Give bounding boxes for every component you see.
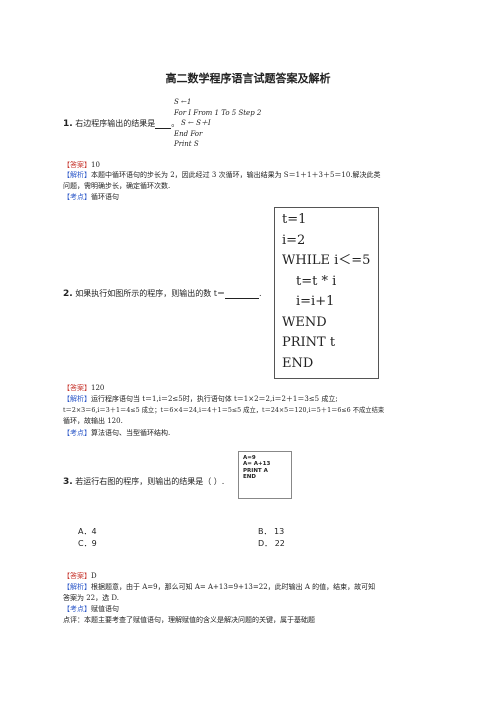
question-1-answer: 【答案】10 — [63, 160, 100, 171]
question-2-text: 如果执行如图所示的程序，则输出的数 t＝ — [75, 289, 225, 298]
analysis-text: 问题，需明确步长，确定循环次数. — [63, 182, 171, 190]
question-3-point: 【考点】赋值语句 — [63, 604, 119, 615]
option-a: A．4 — [78, 527, 97, 536]
analysis-text: 运行程序语句当 t＝1,i＝2≤5时，执行语句体 t＝1×2＝2,i＝2＋1＝3… — [91, 395, 338, 403]
question-3-number: 3. — [63, 477, 73, 487]
page-title: 高二数学程序语言试题答案及解析 — [165, 72, 331, 85]
point-text: 循环语句 — [91, 193, 119, 201]
question-1-code: S ←1 For I From 1 To 5 Step 2 S ← S＋I En… — [174, 97, 261, 150]
code-line: WHILE i＜=5 — [282, 253, 371, 268]
code-line: Print S — [174, 140, 199, 148]
analysis-tag: 【解析】 — [63, 395, 91, 403]
comment-label: 点评： — [63, 616, 84, 624]
code-line: PRINT A — [243, 467, 268, 474]
code-line: WEND — [282, 314, 327, 330]
answer-tag: 【答案】 — [63, 384, 91, 392]
question-2-code-box: t=1 i=2 WHILE i＜=5 t=t * i i=i+1 WEND PR… — [274, 207, 379, 379]
question-1-point: 【考点】循环语句 — [63, 192, 119, 203]
question-3-comment: 点评：本题主要考查了赋值语句，理解赋值的含义是解决问题的关键，属于基础题 — [63, 615, 315, 626]
question-2-number: 2. — [63, 289, 73, 299]
code-line: i=i+1 — [296, 294, 335, 309]
code-line: A=9 — [243, 455, 256, 461]
analysis-tag: 【解析】 — [63, 171, 91, 179]
question-2-punct: . — [259, 289, 262, 298]
analysis-text: 答案为 22，选 D. — [63, 594, 119, 602]
point-tag: 【考点】 — [63, 193, 91, 201]
option-b: B． 13 — [258, 527, 285, 536]
code-line: t=t * i — [296, 273, 337, 289]
question-3-code-box: A=9 A= A+13 PRINT A END — [238, 451, 292, 499]
code-line: For I From 1 To 5 Step 2 — [174, 108, 262, 117]
code-line: A= A+13 — [243, 461, 271, 468]
question-2-analysis: 【解析】运行程序语句当 t＝1,i＝2≤5时，执行语句体 t＝1×2＝2,i＝2… — [63, 394, 384, 427]
question-3: 3. 若运行右图的程序，则输出的结果是（ ）. — [63, 476, 224, 487]
option-d: D． 22 — [258, 539, 285, 548]
answer-value: 120 — [91, 384, 105, 392]
code-line: i=2 — [282, 232, 306, 248]
question-3-text: 若运行右图的程序，则输出的结果是（ ）. — [75, 477, 225, 486]
question-2-code: t=1 i=2 WHILE i＜=5 t=t * i i=i+1 WEND PR… — [275, 208, 378, 374]
code-line: S ←1 — [174, 98, 192, 106]
code-line: PRINT t — [282, 335, 336, 350]
comment-text: 本题主要考查了赋值语句，理解赋值的含义是解决问题的关键，属于基础题 — [84, 616, 315, 624]
analysis-tag: 【解析】 — [63, 583, 91, 591]
code-line: END — [243, 474, 256, 481]
question-3-answer: 【答案】D — [63, 571, 97, 582]
point-tag: 【考点】 — [63, 429, 91, 437]
answer-tag: 【答案】 — [63, 572, 91, 580]
code-line: END — [282, 355, 314, 371]
answer-value: D — [91, 572, 97, 580]
question-1-analysis: 【解析】本题中循环语句的步长为 2，因此经过 3 次循环，输出结果为 S＝1＋1… — [63, 170, 381, 192]
point-tag: 【考点】 — [63, 605, 91, 613]
answer-blank — [225, 289, 259, 299]
analysis-text: t＝2×3＝6,i＝3＋1＝4≤5 成立；t＝6×4＝24,i＝4＋1＝5≤5 … — [63, 407, 385, 414]
option-c: C．9 — [78, 539, 97, 548]
analysis-text: 本题中循环语句的步长为 2，因此经过 3 次循环，输出结果为 S＝1＋1＋3＋5… — [91, 171, 381, 179]
question-1-text: 右边程序输出的结果是 — [75, 119, 156, 128]
code-line: t=1 — [282, 212, 307, 227]
answer-blank — [155, 119, 172, 129]
question-3-code: A=9 A= A+13 PRINT A END — [239, 452, 291, 481]
code-line: S ← S＋I — [181, 119, 211, 127]
question-2: 2. 如果执行如图所示的程序，则输出的数 t＝ . — [63, 288, 262, 299]
analysis-text: 根据题意，由于 A=9，那么可知 A= A+13=9+13=22，此时输出 A … — [91, 583, 376, 591]
code-line: End For — [174, 129, 203, 138]
question-2-answer: 【答案】120 — [63, 383, 104, 394]
question-2-point: 【考点】算法语句、当型循环结构. — [63, 428, 170, 439]
point-text: 赋值语句 — [91, 605, 119, 613]
point-text: 算法语句、当型循环结构. — [91, 429, 171, 437]
question-1-punct: 。 — [171, 119, 180, 128]
analysis-text: 循环，故输出 120. — [63, 417, 123, 425]
answer-value: 10 — [91, 161, 100, 169]
question-1: 1. 右边程序输出的结果是 。 — [63, 118, 179, 129]
question-3-analysis: 【解析】根据题意，由于 A=9，那么可知 A= A+13=9+13=22，此时输… — [63, 582, 375, 604]
question-1-number: 1. — [63, 119, 73, 129]
answer-tag: 【答案】 — [63, 161, 91, 169]
